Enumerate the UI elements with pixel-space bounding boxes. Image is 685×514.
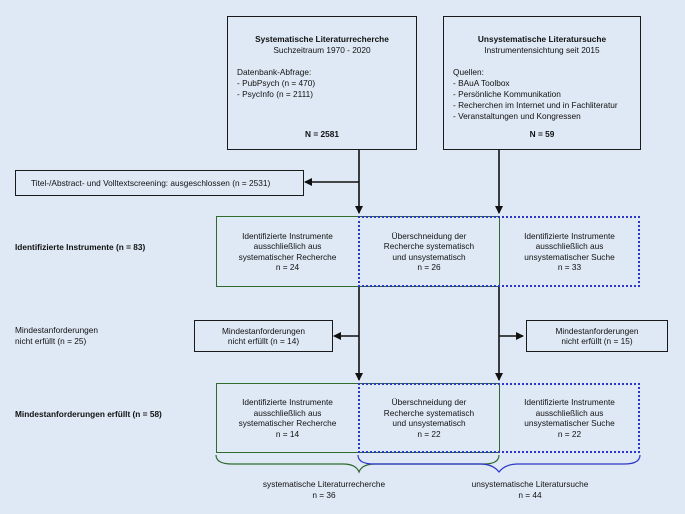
unsystematic-search-title: Unsystematische Literatursuche (477, 34, 607, 44)
brace-systematic-title: systematische Literaturrecherche (262, 479, 386, 489)
notmet-right-line1: Mindestanforderungen (555, 325, 639, 336)
sources-heading: Quellen: (453, 67, 484, 77)
row3-systematic-only-text: Identifizierte Instrumente ausschließlic… (218, 385, 357, 451)
row3-right-line3: unsystematischer Suche (524, 418, 615, 428)
row3-left-line1: Identifizierte Instrumente (242, 397, 333, 407)
row2-label-line2: nicht erfüllt (n = 25) (15, 335, 87, 346)
row3-label: Mindestanforderungen erfüllt (n = 58) (15, 409, 162, 419)
source-baua: - BAuA Toolbox (453, 78, 510, 88)
notmet-right-line2: nicht erfüllt (n = 15) (561, 336, 633, 346)
brace-systematic-label: systematische Literaturrecherche n = 36 (244, 479, 404, 500)
row1-mid-count: n = 26 (417, 262, 441, 272)
source-events: - Veranstaltungen und Kongressen (453, 111, 581, 121)
brace-unsystematic-title: unsystematische Literatursuche (471, 479, 589, 489)
excluded-text: Titel-/Abstract- und Volltextscreening: … (31, 177, 271, 188)
systematic-total: N = 2581 (305, 129, 339, 139)
row1-right-count: n = 33 (557, 262, 582, 272)
notmet-left-line1: Mindestanforderungen (221, 325, 306, 336)
row1-left-line2: ausschließlich aus (253, 241, 322, 251)
row1-left-count: n = 24 (275, 262, 300, 272)
row3-right-line2: ausschließlich aus (535, 407, 604, 418)
notmet-left-line2: nicht erfüllt (n = 14) (227, 336, 300, 346)
row3-mid-line3: und unsystematisch (392, 418, 466, 428)
source-psycinfo: - PsycInfo (n = 2111) (237, 89, 314, 99)
source-internet: - Recherchen im Internet und in Fachlite… (453, 100, 618, 110)
unsystematic-total: N = 59 (529, 129, 555, 139)
row2-label-line1: Mindestanforderungen (15, 325, 99, 335)
row1-systematic-only-text: Identifizierte Instrumente ausschließlic… (218, 218, 357, 285)
source-pubpsych: - PubPsych (n = 470) (237, 78, 316, 88)
brace-unsystematic-label: unsystematische Literatursuche n = 44 (450, 479, 610, 500)
brace-systematic-count: n = 36 (312, 489, 336, 500)
row3-mid-line2: Recherche systematisch (383, 407, 475, 418)
notmet-systematic-box: Mindestanforderungen nicht erfüllt (n = … (194, 320, 333, 352)
row1-label: Identifizierte Instrumente (n = 83) (15, 242, 146, 252)
unsystematic-search-subtitle: Instrumentensichtung seit 2015 (484, 45, 600, 55)
row3-mid-count: n = 22 (417, 428, 441, 439)
row1-left-line1: Identifizierte Instrumente (242, 230, 333, 241)
source-personal: - Persönliche Kommunikation (453, 89, 561, 99)
unsystematic-search-box: Unsystematische Literatursuche Instrumen… (443, 16, 641, 150)
notmet-unsystematic-box: Mindestanforderungen nicht erfüllt (n = … (526, 320, 668, 352)
row3-unsystematic-only-text: Identifizierte Instrumente ausschließlic… (501, 385, 638, 451)
row1-left-line3: systematischer Recherche (238, 251, 337, 262)
row3-left-line3: systematischer Recherche (238, 418, 337, 428)
row1-unsystematic-only-box (358, 216, 640, 287)
row3-left-line2: ausschließlich aus (253, 407, 322, 418)
row1-unsystematic-only-text: Identifizierte Instrumente ausschließlic… (501, 218, 638, 285)
brace-unsystematic (357, 454, 641, 473)
row1-mid-line3: und unsystematisch (392, 251, 466, 262)
row3-unsystematic-only-box (358, 383, 640, 453)
row3-mid-line1: Überschneidung der (391, 397, 467, 407)
excluded-box: Titel-/Abstract- und Volltextscreening: … (15, 170, 304, 196)
brace-systematic (215, 454, 500, 474)
row3-right-count: n = 22 (557, 428, 582, 439)
row3-left-count: n = 14 (275, 428, 300, 439)
row3-overlap-text: Überschneidung der Recherche systematisc… (360, 385, 498, 451)
row1-mid-line1: Überschneidung der (391, 230, 467, 241)
row1-overlap-text: Überschneidung der Recherche systematisc… (360, 218, 498, 285)
database-query-heading: Datenbank-Abfrage: (237, 67, 312, 77)
row1-right-line2: ausschließlich aus (535, 241, 604, 251)
systematic-search-subtitle: Suchzeitraum 1970 - 2020 (273, 45, 371, 55)
systematic-search-title: Systematische Literaturrecherche (255, 34, 389, 44)
row1-right-line3: unsystematischer Suche (524, 251, 615, 262)
row1-mid-line2: Recherche systematisch (383, 241, 475, 251)
row1-right-line1: Identifizierte Instrumente (524, 230, 615, 241)
row3-right-line1: Identifizierte Instrumente (524, 397, 615, 407)
systematic-search-box: Systematische Literaturrecherche Suchzei… (227, 16, 417, 150)
row2-label: Mindestanforderungen nicht erfüllt (n = … (15, 325, 98, 346)
brace-unsystematic-count: n = 44 (518, 489, 542, 500)
